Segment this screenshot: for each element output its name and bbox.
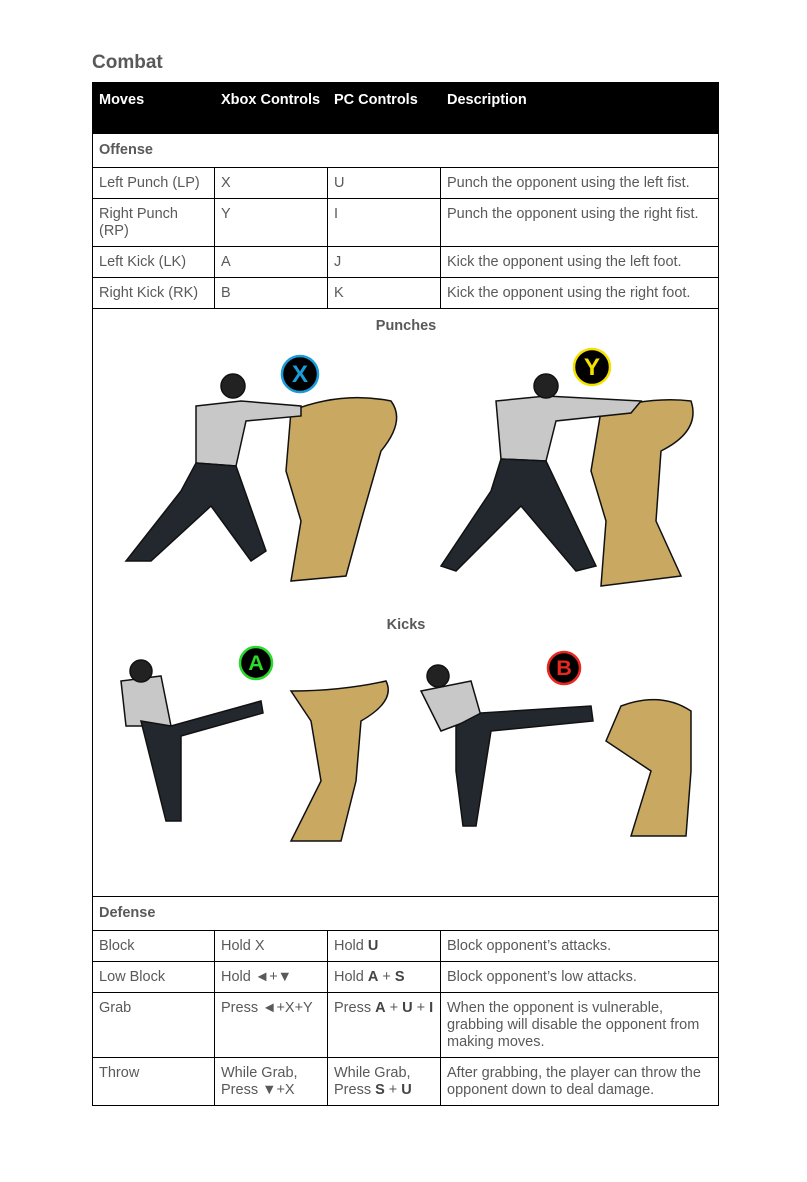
xbox-control: Press ◄+X+Y	[214, 992, 328, 1058]
move-name: Left Punch (LP)	[92, 167, 215, 199]
control-key-text: S	[375, 1082, 385, 1098]
control-key-text: +	[412, 1000, 430, 1016]
control-key-text: +	[385, 1000, 403, 1016]
xbox-control: Hold ◄+▼	[214, 961, 328, 993]
xbox-control: While Grab, Press ▼+X	[214, 1057, 328, 1106]
punches-caption: Punches	[376, 318, 436, 334]
control-key-text: Press	[334, 1000, 376, 1016]
control-key-text: While Grab, Press	[334, 1065, 411, 1098]
control-key-text: A	[221, 254, 231, 270]
pc-control: Hold A + S	[327, 961, 441, 993]
control-key-text: A	[367, 969, 379, 985]
xbox-button-x-icon: X	[280, 354, 320, 394]
control-key-text: I	[429, 1000, 434, 1016]
xbox-button-a-icon: A	[238, 645, 274, 681]
control-key-text: A	[375, 1000, 386, 1016]
control-key-text: U	[402, 1000, 413, 1016]
control-key-text: Hold	[334, 938, 368, 954]
button-letter: Y	[584, 354, 600, 381]
control-key-text: S	[394, 969, 405, 985]
control-key-text: K	[334, 285, 344, 301]
control-key-text: Hold X	[221, 938, 265, 954]
control-key-text: B	[221, 285, 231, 301]
button-letter: B	[556, 655, 572, 680]
table-row: Right Punch (RP) Y I Punch the opponent usi…	[92, 198, 719, 247]
xbox-control: A	[214, 246, 328, 278]
control-key-text: +	[378, 969, 395, 985]
control-key-text: U	[367, 938, 379, 954]
header-moves: Moves	[92, 82, 215, 134]
offense-section-label: Offense	[92, 133, 719, 168]
pc-control: Hold U	[327, 930, 441, 962]
move-description: Block opponent’s low attacks.	[440, 961, 719, 993]
header-description: Description	[440, 82, 719, 134]
control-key-text: Hold ◄+▼	[221, 969, 293, 985]
control-key-text: Y	[221, 206, 231, 222]
control-key-text: X	[221, 175, 231, 191]
move-description: After grabbing, the player can throw the…	[440, 1057, 719, 1106]
move-description: Punch the opponent using the right fist.	[440, 198, 719, 247]
control-key-text: U	[401, 1082, 412, 1098]
move-name: Low Block	[92, 961, 215, 993]
kick-right-figures	[419, 664, 692, 837]
button-letter: X	[292, 361, 308, 388]
pc-control: Press A + U + I	[327, 992, 441, 1058]
control-key-text: Hold	[334, 969, 368, 985]
move-description: Kick the opponent using the left foot.	[440, 246, 719, 278]
moves-illustration: Punches Kicks	[92, 308, 719, 897]
combat-controls-table: Moves Xbox Controls PC Controls Descript…	[92, 82, 719, 1106]
xbox-control: Y	[214, 198, 328, 247]
move-name: Left Kick (LK)	[92, 246, 215, 278]
defense-section-label: Defense	[92, 896, 719, 931]
control-key-text: While Grab, Press ▼+X	[221, 1065, 298, 1098]
move-name: Throw	[92, 1057, 215, 1106]
xbox-button-b-icon: B	[546, 650, 582, 686]
header-xbox: Xbox Controls	[214, 82, 328, 134]
pc-control: I	[327, 198, 441, 247]
move-name: Block	[92, 930, 215, 962]
pc-control: While Grab, Press S + U	[327, 1057, 441, 1106]
table-row: Right Kick (RK) B K Kick the opponent using…	[92, 277, 719, 309]
control-key-text: I	[334, 206, 339, 222]
kick-left-figures	[120, 659, 389, 842]
control-key-text: U	[334, 175, 345, 191]
punch-right-figures	[439, 373, 694, 587]
move-name: Right Punch (RP)	[92, 198, 215, 247]
move-name: Right Kick (RK)	[92, 277, 215, 309]
xbox-control: X	[214, 167, 328, 199]
pc-control: J	[327, 246, 441, 278]
button-letter: A	[248, 650, 264, 675]
header-pc: PC Controls	[327, 82, 441, 134]
move-description: Block opponent’s attacks.	[440, 930, 719, 962]
xbox-control: B	[214, 277, 328, 309]
xbox-button-y-icon: Y	[572, 347, 612, 387]
control-key-text: +	[384, 1082, 402, 1098]
move-description: When the opponent is vulnerable, grabbin…	[440, 992, 719, 1058]
control-key-text: Press ◄+X+Y	[221, 1000, 313, 1016]
punch-left-figures	[124, 373, 398, 582]
move-name: Grab	[92, 992, 215, 1058]
table-row: Left Punch (LP) X U Punch the opponent usin…	[92, 167, 719, 199]
xbox-control: Hold X	[214, 930, 328, 962]
table-row: Left Kick (LK) A J Kick the opponent using …	[92, 246, 719, 278]
table-header-row: Moves Xbox Controls PC Controls Descript…	[92, 82, 719, 134]
pc-control: K	[327, 277, 441, 309]
control-key-text: J	[334, 254, 342, 270]
pc-control: U	[327, 167, 441, 199]
section-title: Combat	[92, 52, 163, 73]
move-description: Punch the opponent using the left fist.	[440, 167, 719, 199]
move-description: Kick the opponent using the right foot.	[440, 277, 719, 309]
kicks-caption: Kicks	[387, 617, 426, 633]
